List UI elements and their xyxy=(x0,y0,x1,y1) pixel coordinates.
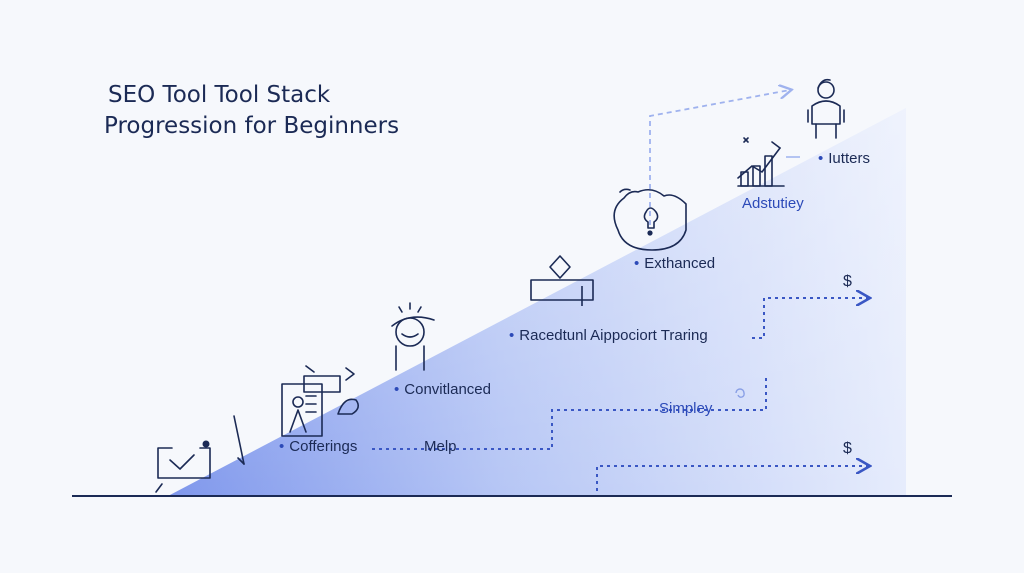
upper-dashed-path xyxy=(649,90,790,225)
label-convitlanced-text: Convitlanced xyxy=(404,381,491,398)
title-line-2: Progression for Beginners xyxy=(104,113,400,139)
label-iutters-text: Iutters xyxy=(828,150,870,167)
dollar-sign-top: $ xyxy=(843,273,852,290)
label-convitlanced: Convitlanced xyxy=(394,381,491,398)
checkmark-message-icon xyxy=(155,415,245,493)
growth-chart-icon xyxy=(737,137,785,187)
label-help: Melp xyxy=(424,438,457,455)
label-offerings-text: Cofferings xyxy=(289,438,358,455)
presentation-board-icon xyxy=(281,365,360,437)
label-exthanced: Exthanced xyxy=(634,255,715,272)
label-iutters: Iutters xyxy=(818,150,870,167)
person-trophy-icon xyxy=(807,78,845,139)
label-simpley: Simpley xyxy=(659,400,713,417)
label-raced-text: Racedtunl Aippociort Traring xyxy=(519,327,708,344)
person-headset-icon xyxy=(391,302,435,371)
label-offerings: Cofferings xyxy=(279,438,357,455)
diamond-decision-icon xyxy=(530,255,594,306)
swirl-icon xyxy=(735,388,745,398)
label-adstutiey: Adstutiey xyxy=(742,195,804,212)
step-connectors xyxy=(372,298,868,491)
title-line-1: SEO Tool Tool Stack xyxy=(108,82,331,108)
label-exthanced-text: Exthanced xyxy=(644,255,716,272)
label-raced: Racedtunl Aippociort Traring xyxy=(509,327,708,344)
brain-lightbulb-icon xyxy=(613,188,687,251)
dollar-sign-bottom: $ xyxy=(843,440,852,457)
